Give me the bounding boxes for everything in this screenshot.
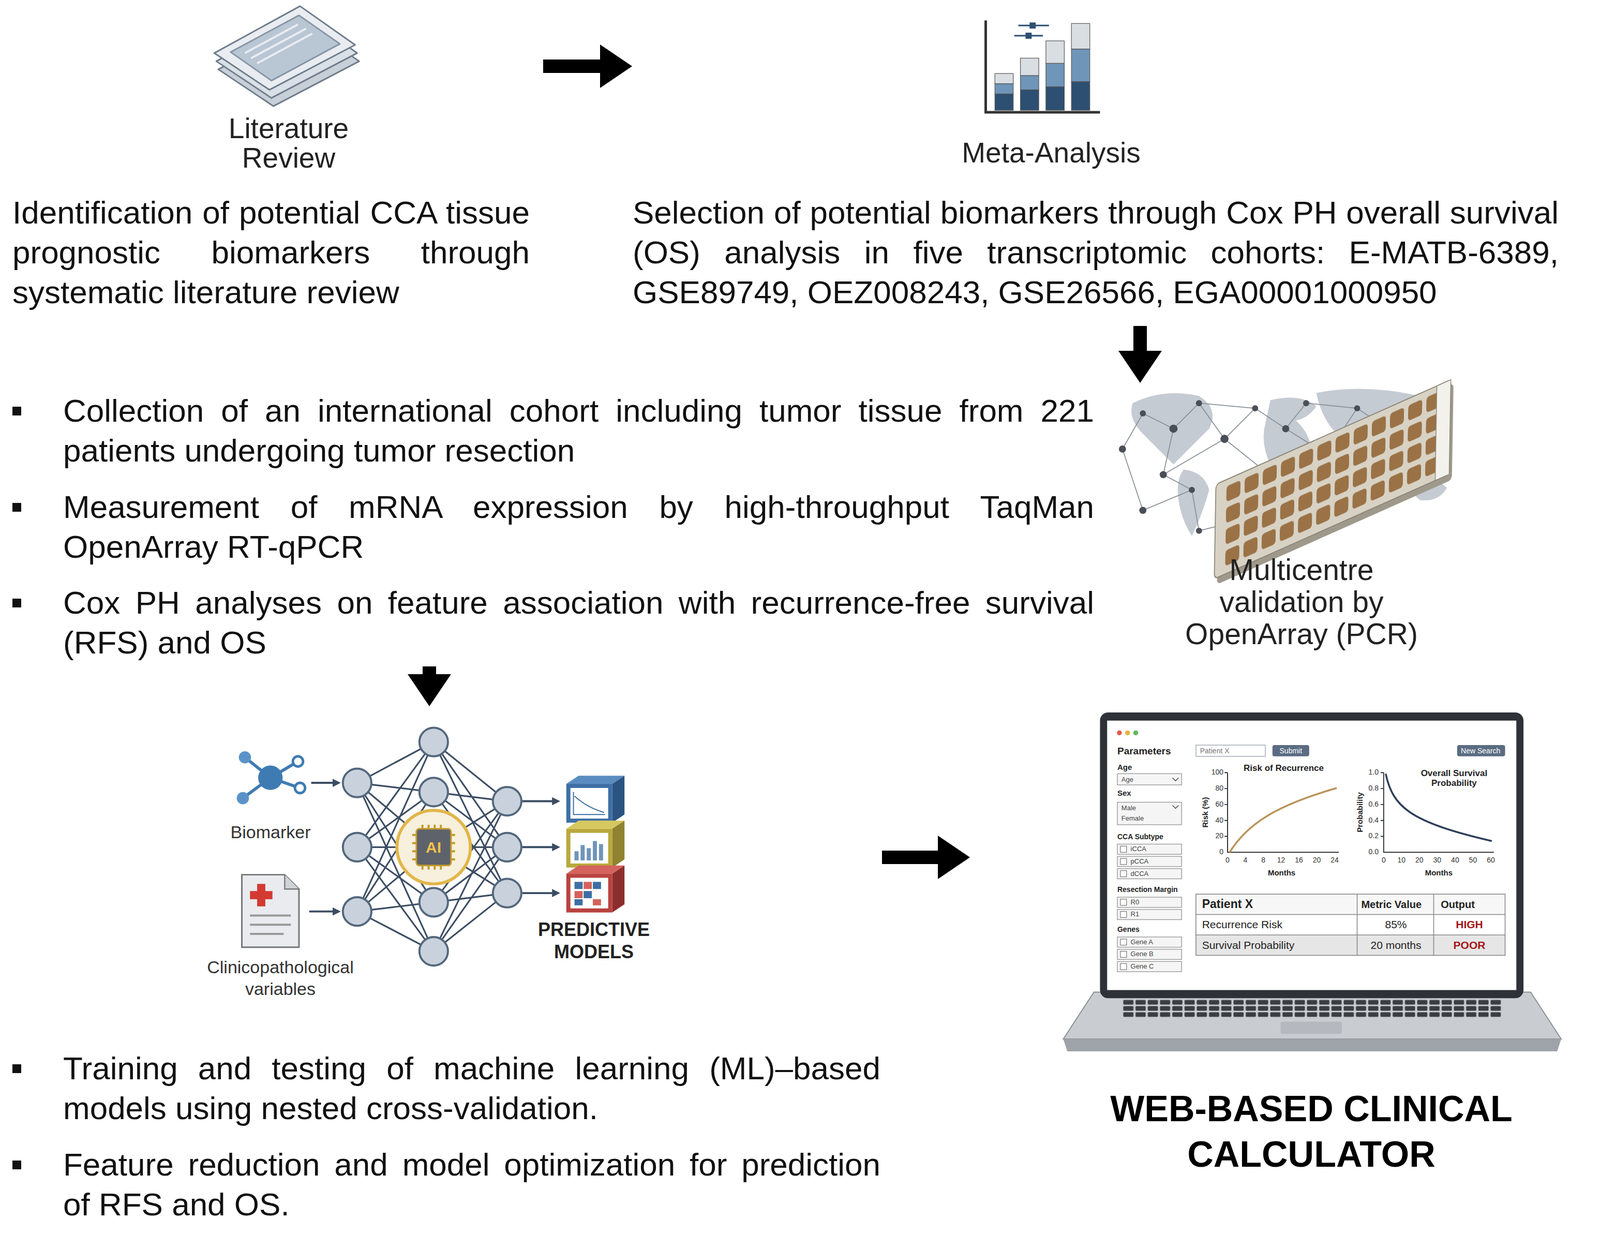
stage-box: Literature ReviewIdentification of poten… bbox=[10, 4, 544, 317]
screen-label: Months bbox=[1267, 868, 1296, 877]
screen-label: 0.6 bbox=[1368, 800, 1379, 809]
screen-label: 0 bbox=[1219, 847, 1224, 856]
screen-label: 12 bbox=[1277, 856, 1286, 864]
screen-label: 4 bbox=[1243, 856, 1248, 864]
screen-label: R1 bbox=[1130, 910, 1140, 918]
screen-label: 0.0 bbox=[1368, 847, 1379, 856]
bullet-marker bbox=[12, 406, 22, 416]
screen-label: 20 bbox=[1215, 832, 1224, 841]
network-links bbox=[356, 741, 507, 951]
screen-label: Gene A bbox=[1130, 938, 1154, 946]
stage-heading: Meta-Analysis bbox=[895, 138, 1207, 168]
bullet-text: Measurement of mRNA expression by high-t… bbox=[63, 486, 1095, 567]
screen-label: 60 bbox=[1486, 856, 1495, 864]
stage-description: Selection of potential biomarkers throug… bbox=[632, 192, 1559, 312]
bullet-text: Cox PH analyses on feature association w… bbox=[63, 582, 1095, 663]
model-cubes bbox=[566, 775, 625, 912]
bar-chart-icon bbox=[985, 20, 1101, 113]
screen-label: 80 bbox=[1215, 784, 1224, 792]
stage-description: Identification of potential CCA tissue p… bbox=[12, 192, 530, 312]
block-arrow bbox=[407, 666, 452, 707]
screen-label: 40 bbox=[1451, 856, 1460, 864]
papers-icon bbox=[214, 6, 360, 107]
screen-label: 16 bbox=[1294, 856, 1304, 864]
block-arrow bbox=[1118, 325, 1162, 383]
screen-label: Recurrence Risk bbox=[1202, 918, 1283, 931]
screen-label: Female bbox=[1121, 814, 1144, 822]
screen-label: 0 bbox=[1225, 856, 1230, 864]
screen-label: 0 bbox=[1381, 856, 1386, 864]
screen-label: 40 bbox=[1215, 816, 1224, 825]
laptop bbox=[1063, 712, 1562, 1052]
screen-label: Sex bbox=[1117, 788, 1132, 798]
screen-label: New Search bbox=[1460, 746, 1501, 755]
screen-label: dCCA bbox=[1130, 869, 1149, 877]
screen-label: CCA Subtype bbox=[1117, 832, 1164, 841]
bullet-marker bbox=[12, 1064, 22, 1073]
screen-label: 0.4 bbox=[1368, 816, 1379, 825]
screen-label: 1.0 bbox=[1368, 768, 1379, 777]
screen-label: 0.2 bbox=[1368, 832, 1379, 841]
screen-label: Risk of Recurrence bbox=[1243, 763, 1324, 774]
stage-heading: Literature Review bbox=[205, 113, 372, 173]
input-label: Clinicopathological variables bbox=[197, 955, 364, 1000]
screen-label: Male bbox=[1121, 804, 1136, 812]
screen-label: iCCA bbox=[1130, 845, 1147, 853]
screen-label: 60 bbox=[1215, 800, 1224, 809]
bullet-marker bbox=[12, 1160, 22, 1170]
screen-label: Output bbox=[1440, 898, 1475, 910]
screen-label: Metric Value bbox=[1361, 898, 1422, 910]
biomarker-icon bbox=[236, 751, 306, 805]
screen-label: Age bbox=[1117, 763, 1132, 772]
network-neurons bbox=[342, 727, 522, 966]
screen-label: POOR bbox=[1453, 938, 1486, 951]
screen-label: HIGH bbox=[1455, 918, 1484, 931]
input-label: Biomarker bbox=[192, 821, 349, 843]
output-label: PREDICTIVE MODELS bbox=[526, 918, 662, 963]
ai-chip bbox=[396, 810, 471, 884]
screen-label: 8 bbox=[1261, 856, 1266, 864]
block-arrow bbox=[543, 44, 633, 88]
stage-box: Meta-AnalysisSelection of potential biom… bbox=[632, 15, 1564, 326]
screen-label: 50 bbox=[1469, 856, 1478, 864]
screen-label: 20 months bbox=[1370, 938, 1422, 951]
bullet-marker bbox=[12, 598, 22, 608]
screen-label: 0.8 bbox=[1368, 784, 1379, 792]
bullet-text: Collection of an international cohort in… bbox=[63, 390, 1095, 471]
screen-label: Survival Probability bbox=[1202, 938, 1295, 951]
screen-label: Gene C bbox=[1130, 962, 1155, 970]
document-icon bbox=[242, 874, 299, 948]
screen-label: 24 bbox=[1330, 856, 1339, 864]
screen-label: 10 bbox=[1397, 856, 1407, 864]
screen-label: Resection Margin bbox=[1117, 885, 1178, 894]
screen-label: Parameters bbox=[1117, 745, 1172, 757]
screen-label: R0 bbox=[1130, 898, 1140, 906]
screen-label: Overall Survival Probability bbox=[1408, 768, 1500, 788]
stage-heading: Multicentre validation by OpenArray (PCR… bbox=[1179, 553, 1424, 650]
screen-label: 85% bbox=[1384, 918, 1407, 931]
screen-label: 100 bbox=[1211, 768, 1224, 777]
block-arrow bbox=[881, 835, 970, 879]
stage-heading: WEB-BASED CLINICAL CALCULATOR bbox=[1078, 1085, 1545, 1177]
screen-label: 20 bbox=[1312, 856, 1322, 864]
stage-box: BiomarkerClinicopathological variables AI… bbox=[10, 706, 882, 1229]
screen-label: 30 bbox=[1433, 856, 1442, 864]
screen-label: pCCA bbox=[1130, 857, 1149, 865]
screen-label: Genes bbox=[1117, 925, 1140, 934]
screen-label: Patient X bbox=[1202, 897, 1253, 911]
bullet-marker bbox=[12, 502, 22, 512]
stage-box: Collection of an international cohort in… bbox=[10, 382, 1464, 667]
chip-label: AI bbox=[417, 838, 450, 857]
screen-label: Months bbox=[1425, 868, 1453, 877]
bullet-text: Training and testing of machine learning… bbox=[63, 1048, 881, 1128]
screen-label: Age bbox=[1121, 775, 1134, 784]
screen-label: 20 bbox=[1415, 856, 1424, 864]
screen-label: Gene B bbox=[1130, 950, 1154, 958]
bullet-text: Feature reduction and model optimization… bbox=[63, 1144, 881, 1224]
screen-label: Patient X bbox=[1200, 746, 1230, 755]
screen-label: Risk (%) bbox=[1200, 797, 1210, 828]
screen-label: Probability bbox=[1355, 791, 1365, 833]
screen-label: Submit bbox=[1279, 746, 1303, 755]
